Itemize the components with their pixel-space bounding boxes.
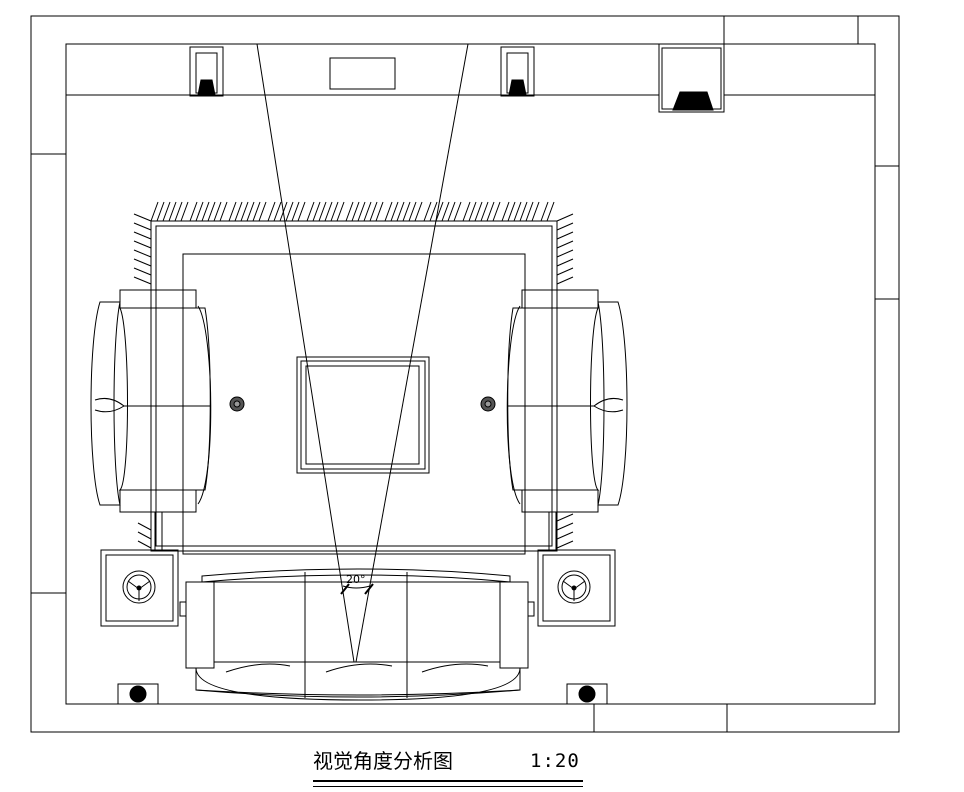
outer-wall (30, 15, 900, 733)
front-right-speaker (500, 46, 535, 97)
left-window (31, 153, 66, 594)
rear-right-speaker (566, 683, 608, 705)
front-left-speaker (189, 46, 224, 97)
rug-fringe-left (133, 213, 152, 549)
subwoofer (658, 43, 725, 113)
bottom-door (593, 704, 728, 732)
right-window (874, 165, 900, 300)
left-armchair (90, 289, 212, 550)
tv-screen (329, 57, 396, 90)
drawing-title: 视觉角度分析图 (313, 749, 453, 773)
right-side-table (537, 549, 616, 627)
rug (133, 201, 574, 555)
rug-fringe-top (150, 201, 555, 222)
coffee-table (296, 356, 430, 474)
left-surround-speaker (229, 396, 245, 412)
right-surround-speaker (480, 396, 496, 412)
top-right-opening (723, 16, 859, 44)
drawing-scale: 1:20 (530, 750, 580, 772)
inner-wall (65, 43, 876, 705)
rear-left-speaker (117, 683, 159, 705)
viewing-angle-lines (256, 43, 469, 663)
rug-fringe-right (556, 213, 574, 549)
title-underline-thin (313, 786, 583, 787)
main-sofa (179, 568, 535, 701)
view-angle-label: 20° (346, 573, 366, 586)
title-underline-thick (313, 780, 583, 782)
right-armchair (506, 289, 628, 550)
left-side-table (100, 549, 179, 627)
